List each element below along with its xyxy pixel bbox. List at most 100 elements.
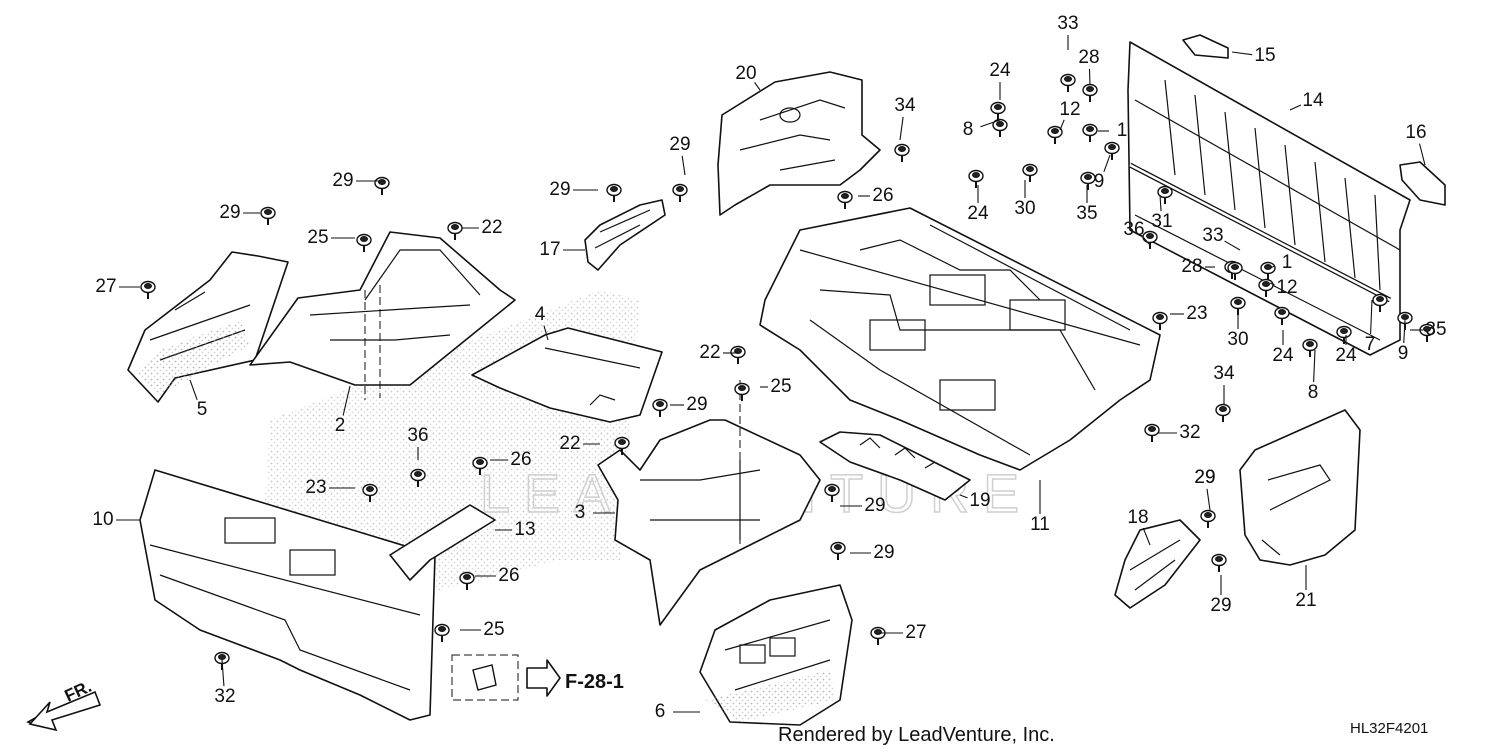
callout-25: 25 — [307, 227, 328, 248]
callout-33: 33 — [1057, 13, 1078, 34]
callout-27: 27 — [95, 276, 116, 297]
fastener-35 — [1080, 171, 1096, 190]
part-17-bracket — [584, 199, 666, 271]
callout-7: 7 — [1365, 334, 1376, 355]
leader-line-33 — [1224, 240, 1241, 251]
callout-18: 18 — [1127, 507, 1148, 528]
callout-34: 34 — [894, 95, 916, 116]
fastener-25 — [356, 233, 372, 252]
callout-2: 2 — [335, 415, 346, 436]
callout-25: 25 — [770, 376, 791, 397]
fastener-33 — [1060, 73, 1076, 92]
fastener-32 — [214, 651, 230, 670]
callout-6: 6 — [655, 701, 666, 722]
leader-line-18 — [1142, 527, 1151, 546]
part-5-side-panel — [127, 251, 289, 403]
fastener-28 — [1082, 83, 1098, 102]
leader-line-29 — [681, 155, 686, 176]
fastener-22 — [614, 436, 630, 455]
leader-line-9 — [1403, 319, 1406, 344]
callout-24: 24 — [989, 60, 1011, 81]
part-13-bracket — [389, 504, 496, 581]
callout-9: 9 — [1398, 343, 1409, 364]
fastener-22 — [730, 345, 746, 364]
leader-line-14 — [1289, 104, 1302, 111]
leader-line-15 — [1231, 51, 1253, 56]
fastener-22 — [447, 221, 463, 240]
fastener-24 — [968, 169, 984, 188]
callout-12: 12 — [1276, 277, 1297, 298]
callout-14: 14 — [1302, 90, 1324, 111]
fastener-29 — [260, 206, 276, 225]
fastener-24 — [990, 101, 1006, 120]
leader-line-8 — [1313, 349, 1316, 383]
callout-36: 36 — [407, 425, 428, 446]
leader-line-12 — [1269, 282, 1275, 286]
callout-25: 25 — [483, 619, 504, 640]
leader-line-8 — [980, 119, 1001, 128]
fastener-26 — [459, 571, 475, 590]
callout-22: 22 — [559, 433, 580, 454]
fastener-29 — [652, 398, 668, 417]
fastener-23 — [362, 483, 378, 502]
leader-line-20 — [754, 81, 761, 91]
fastener-35 — [1419, 323, 1435, 342]
callout-31: 31 — [1151, 211, 1172, 232]
callout-5: 5 — [197, 399, 208, 420]
callout-23: 23 — [305, 477, 326, 498]
callout-11: 11 — [1030, 514, 1050, 535]
fastener-12 — [1047, 125, 1063, 144]
callout-28: 28 — [1078, 47, 1099, 68]
part-10-front-panel — [139, 469, 436, 721]
fastener-33 — [1227, 261, 1243, 280]
fastener-7 — [1372, 293, 1388, 312]
callout-29: 29 — [1210, 595, 1231, 616]
fastener-1 — [1082, 123, 1098, 142]
callout-34: 34 — [1213, 363, 1235, 384]
fastener-29 — [830, 541, 846, 560]
callout-16: 16 — [1405, 122, 1426, 143]
callout-9: 9 — [1094, 171, 1105, 192]
drawing-code: HL32F4201 — [1350, 720, 1428, 737]
callout-29: 29 — [549, 179, 570, 200]
fastener-24 — [1274, 306, 1290, 325]
callout-22: 22 — [699, 342, 720, 363]
leader-line-7 — [1370, 299, 1373, 335]
fastener-29 — [672, 183, 688, 202]
callout-29: 29 — [873, 542, 894, 563]
callout-20: 20 — [735, 63, 756, 84]
leader-line-31 — [1159, 194, 1162, 212]
fastener-31 — [1157, 185, 1173, 204]
callout-33: 33 — [1202, 225, 1223, 246]
leader-lines — [116, 35, 1426, 713]
callout-15: 15 — [1254, 45, 1275, 66]
leader-line-5 — [189, 379, 198, 400]
callout-26: 26 — [510, 449, 531, 470]
callout-22: 22 — [481, 217, 502, 238]
fastener-29 — [606, 183, 622, 202]
part-6-front-storage — [699, 584, 853, 726]
callout-29: 29 — [332, 170, 353, 191]
callout-29: 29 — [1194, 467, 1215, 488]
part-14-tailgate — [1127, 41, 1411, 356]
callout-32: 32 — [214, 686, 235, 707]
part-19-plate — [819, 431, 971, 501]
fastener-12 — [1258, 278, 1274, 297]
part-20-storage-box — [717, 71, 881, 216]
leader-line-4 — [543, 325, 549, 341]
fastener-1 — [1260, 261, 1276, 280]
fastener-36 — [1142, 230, 1158, 249]
fastener-26 — [837, 190, 853, 209]
part-16-latch — [1399, 161, 1446, 206]
leader-line-34 — [899, 116, 904, 141]
callout-26: 26 — [872, 185, 893, 206]
callout-24: 24 — [1335, 345, 1357, 366]
fastener-8 — [1302, 338, 1318, 357]
part-18-bracket — [1114, 519, 1201, 609]
callout-19: 19 — [969, 490, 990, 511]
fastener-27 — [140, 280, 156, 299]
fastener-30 — [1022, 163, 1038, 182]
callout-32: 32 — [1179, 422, 1200, 443]
callout-27: 27 — [905, 622, 926, 643]
